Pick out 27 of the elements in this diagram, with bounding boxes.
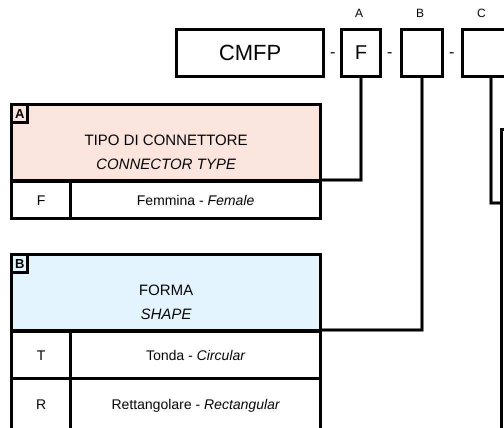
section-title: TIPO DI CONNETTORE xyxy=(83,132,249,149)
code-text: CMFP xyxy=(218,40,282,66)
code-cell: T xyxy=(10,330,72,380)
section-subtitle: CONNECTOR TYPE xyxy=(95,156,237,173)
connector-line xyxy=(322,78,424,332)
section-letter: B xyxy=(13,256,30,274)
position-letter: B xyxy=(416,6,424,20)
description-cell: Tonda - Circular xyxy=(69,330,322,380)
connector-line xyxy=(322,78,362,182)
position-letter: A xyxy=(355,6,364,20)
code-box xyxy=(340,28,382,78)
empty-code-box xyxy=(400,28,444,78)
section-subtitle: SHAPE xyxy=(140,306,192,323)
category-header xyxy=(10,103,322,182)
separator-dash: - xyxy=(330,44,336,62)
connector-line xyxy=(490,78,500,204)
category-header xyxy=(10,253,322,332)
description-cell: Femmina - Female xyxy=(69,180,322,220)
code-text: F xyxy=(354,42,368,64)
section-title: FORMA xyxy=(138,282,194,299)
position-letter: C xyxy=(477,6,486,20)
separator-dash: - xyxy=(449,44,454,62)
empty-code-box xyxy=(461,28,504,78)
code-box xyxy=(175,28,325,78)
separator-dash: - xyxy=(387,44,392,62)
section-letter: A xyxy=(13,106,30,124)
code-cell: F xyxy=(10,180,72,220)
